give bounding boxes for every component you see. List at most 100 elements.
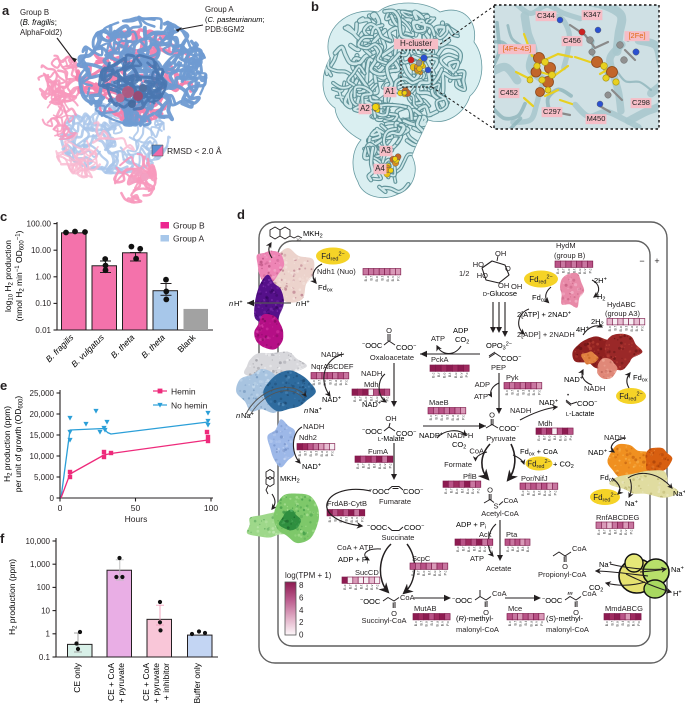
svg-text:B.t: B.t <box>380 276 384 280</box>
svg-text:B.u: B.u <box>626 621 630 626</box>
svg-text:Acetate: Acetate <box>486 564 511 573</box>
svg-text:B.c: B.c <box>411 570 415 575</box>
svg-text:100.00: 100.00 <box>27 219 52 228</box>
svg-text:0: 0 <box>50 494 55 503</box>
svg-text:P.c: P.c <box>444 570 448 575</box>
svg-text:P.c: P.c <box>554 490 558 495</box>
svg-text:B.f: B.f <box>370 276 374 280</box>
svg-text:B.v: B.v <box>532 390 536 395</box>
svg-text:10: 10 <box>296 237 301 242</box>
svg-text:CE + CoA: CE + CoA <box>106 663 116 701</box>
svg-text:0.01: 0.01 <box>35 326 51 335</box>
svg-text:MutAB: MutAB <box>414 604 437 613</box>
svg-text:O: O <box>483 608 489 617</box>
svg-text:B.t: B.t <box>430 621 434 625</box>
svg-text:OPO32−: OPO32− <box>486 341 512 352</box>
svg-text:Formate: Formate <box>444 460 472 469</box>
svg-text:B.t: B.t <box>372 464 376 468</box>
svg-text:CoA: CoA <box>400 593 415 602</box>
svg-text:H2 production (ppm): H2 production (ppm) <box>7 559 19 635</box>
svg-text:B.u: B.u <box>578 269 582 274</box>
svg-text:Group A: Group A <box>205 5 234 14</box>
svg-text:B.u: B.u <box>386 276 390 281</box>
svg-text:B.t: B.t <box>524 621 528 625</box>
svg-text:B.f: B.f <box>417 571 421 575</box>
svg-text:B.v: B.v <box>391 276 395 281</box>
svg-text:HO: HO <box>473 260 484 269</box>
svg-text:B.f: B.f <box>511 547 515 551</box>
svg-text:B.u: B.u <box>350 517 354 522</box>
svg-text:B.u: B.u <box>433 571 437 576</box>
svg-text:15,000: 15,000 <box>30 431 55 440</box>
svg-text:2: 2 <box>299 618 304 627</box>
svg-text:B.t: B.t <box>521 547 525 551</box>
svg-text:P.c: P.c <box>489 546 493 551</box>
svg-text:B.c: B.c <box>429 415 433 420</box>
svg-text:CE only: CE only <box>72 662 82 693</box>
svg-text:PflB: PflB <box>463 472 477 481</box>
svg-text:Hemin: Hemin <box>171 387 196 397</box>
svg-text:NADH: NADH <box>584 384 605 393</box>
svg-text:CoA: CoA <box>572 544 587 553</box>
svg-text:B.u: B.u <box>365 585 369 590</box>
svg-text:NAD+: NAD+ <box>588 448 607 457</box>
svg-text:FrdAB-CytB: FrdAB-CytB <box>327 499 367 508</box>
svg-text:B.f: B.f <box>527 491 531 495</box>
svg-text:B.f: B.f <box>614 326 618 330</box>
svg-text:B.c: B.c <box>414 621 418 626</box>
svg-text:Buffer only: Buffer only <box>192 662 202 703</box>
svg-text:B.t: B.t <box>448 373 452 377</box>
svg-text:B.u: B.u <box>466 489 470 494</box>
svg-text:C298: C298 <box>632 98 650 107</box>
svg-text:AlphaFold2): AlphaFold2) <box>20 28 62 37</box>
svg-text:B.t: B.t <box>328 380 332 384</box>
svg-text:P.c: P.c <box>477 488 481 493</box>
svg-text:P.c: P.c <box>376 584 380 589</box>
svg-text:NqrABCDEF: NqrABCDEF <box>311 362 354 371</box>
svg-text:B.v: B.v <box>459 372 463 377</box>
svg-text:COO−: COO− <box>396 429 416 438</box>
svg-text:−OOC: −OOC <box>360 597 381 606</box>
svg-text:H2: H2 <box>597 292 605 303</box>
svg-text:Pyruvate: Pyruvate <box>486 434 516 443</box>
svg-text:Fdox: Fdox <box>318 283 333 294</box>
svg-text:B.v: B.v <box>325 451 329 456</box>
svg-text:B.v: B.v <box>483 546 487 551</box>
svg-text:f: f <box>0 531 5 546</box>
svg-text:Ack: Ack <box>479 530 492 539</box>
svg-text:B.t: B.t <box>572 269 576 273</box>
svg-text:Fdred2−: Fdred2− <box>321 251 345 262</box>
svg-text:10,000: 10,000 <box>26 537 51 546</box>
svg-text:Fdred2−: Fdred2− <box>527 459 551 470</box>
svg-text:P.c: P.c <box>465 372 469 377</box>
svg-text:B.c: B.c <box>298 451 302 456</box>
svg-text:B.c: B.c <box>508 621 512 626</box>
svg-text:C456: C456 <box>563 36 581 45</box>
svg-text:B.v: B.v <box>471 488 475 493</box>
svg-text:1/2: 1/2 <box>459 269 469 278</box>
svg-text:Fdred2−: Fdred2− <box>619 391 643 402</box>
svg-text:NAD+: NAD+ <box>322 395 341 404</box>
svg-text:Fdox: Fdox <box>600 473 615 484</box>
svg-text:CoA: CoA <box>492 589 507 598</box>
svg-text:HO: HO <box>477 271 488 280</box>
svg-text:C452: C452 <box>500 88 518 97</box>
svg-text:B.o: B.o <box>616 621 620 626</box>
svg-text:P.c: P.c <box>331 451 335 456</box>
svg-text:B.f: B.f <box>437 373 441 377</box>
svg-text:B.f: B.f <box>334 517 338 521</box>
svg-text:FumA: FumA <box>368 447 388 456</box>
svg-text:B.v: B.v <box>583 268 587 273</box>
svg-text:B.v: B.v <box>535 621 539 626</box>
svg-text:A3: A3 <box>381 146 391 155</box>
svg-text:OH: OH <box>495 249 506 258</box>
svg-text:P.c: P.c <box>389 463 393 468</box>
svg-text:COO−: COO− <box>396 343 416 352</box>
svg-text:ATP: ATP <box>470 554 484 563</box>
svg-text:Propionyl-CoA: Propionyl-CoA <box>538 570 586 579</box>
svg-text:O: O <box>489 411 495 420</box>
svg-text:PDB:6GM2: PDB:6GM2 <box>205 25 244 34</box>
svg-text:B.o: B.o <box>532 491 536 496</box>
svg-text:50: 50 <box>131 503 141 513</box>
svg-text:L-Malate: L-Malate <box>378 436 405 443</box>
